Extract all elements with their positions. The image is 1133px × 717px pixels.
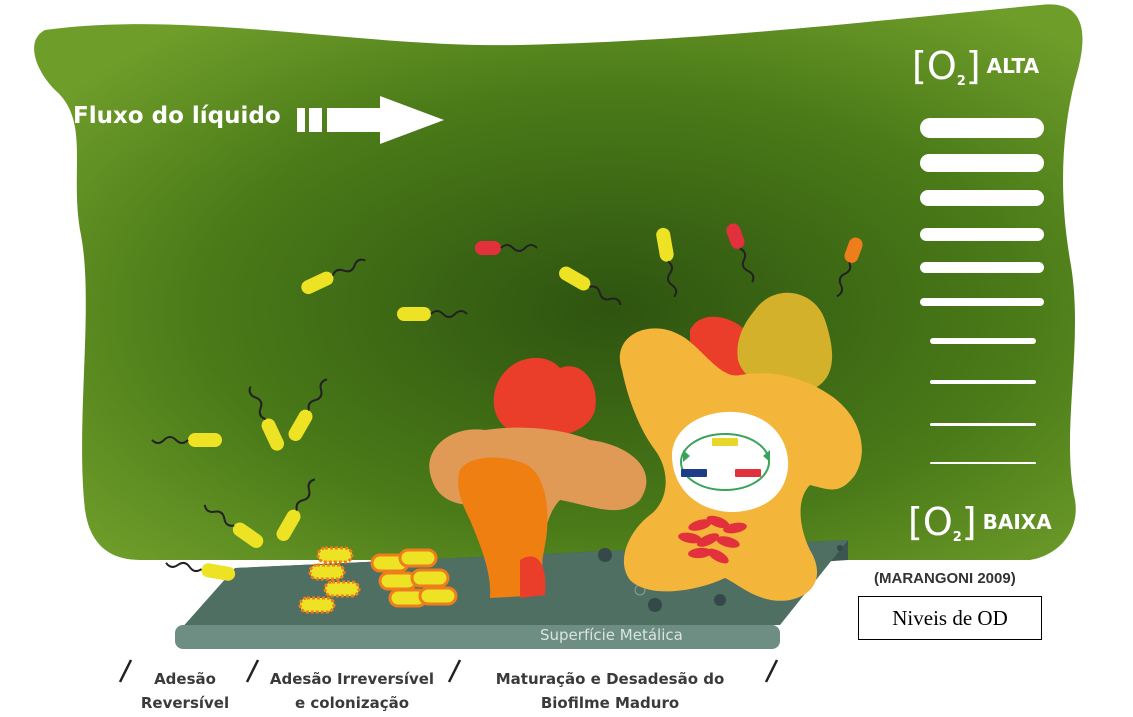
o2-high-word: ALTA	[987, 54, 1039, 78]
o2-low-bracket-close: ]	[962, 500, 977, 544]
citation: (MARANGONI 2009)	[874, 570, 1016, 587]
stage-line: Biofilme Maduro	[470, 691, 750, 715]
od-levels-box: Niveis de OD	[858, 596, 1042, 640]
o2-high-label: [O2]ALTA	[912, 44, 1039, 89]
o2-high-bracket-close: ]	[966, 44, 981, 88]
stage-line: e colonização	[252, 691, 452, 715]
stage-label-irreversible: Adesão Irreversível e colonização	[252, 667, 452, 715]
stage-line: Reversível	[120, 691, 250, 715]
o2-low-word: BAIXA	[983, 510, 1052, 534]
stage-line: Adesão Irreversível	[252, 667, 452, 691]
surface-label: Superfície Metálica	[540, 626, 683, 644]
stage-label-reversible: Adesão Reversível	[120, 667, 250, 715]
o2-high-bracket: [O	[912, 44, 957, 88]
flow-label: Fluxo do líquido	[73, 103, 281, 129]
stage-line: Adesão	[120, 667, 250, 691]
o2-low-label: [O2]BAIXA	[908, 500, 1052, 545]
o2-low-bracket: [O	[908, 500, 953, 544]
o2-low-subscript: 2	[953, 530, 962, 545]
o2-high-subscript: 2	[957, 74, 966, 89]
stage-line: Maturação e Desadesão do	[470, 667, 750, 691]
stage-label-maturation: Maturação e Desadesão do Biofilme Maduro	[470, 667, 750, 715]
